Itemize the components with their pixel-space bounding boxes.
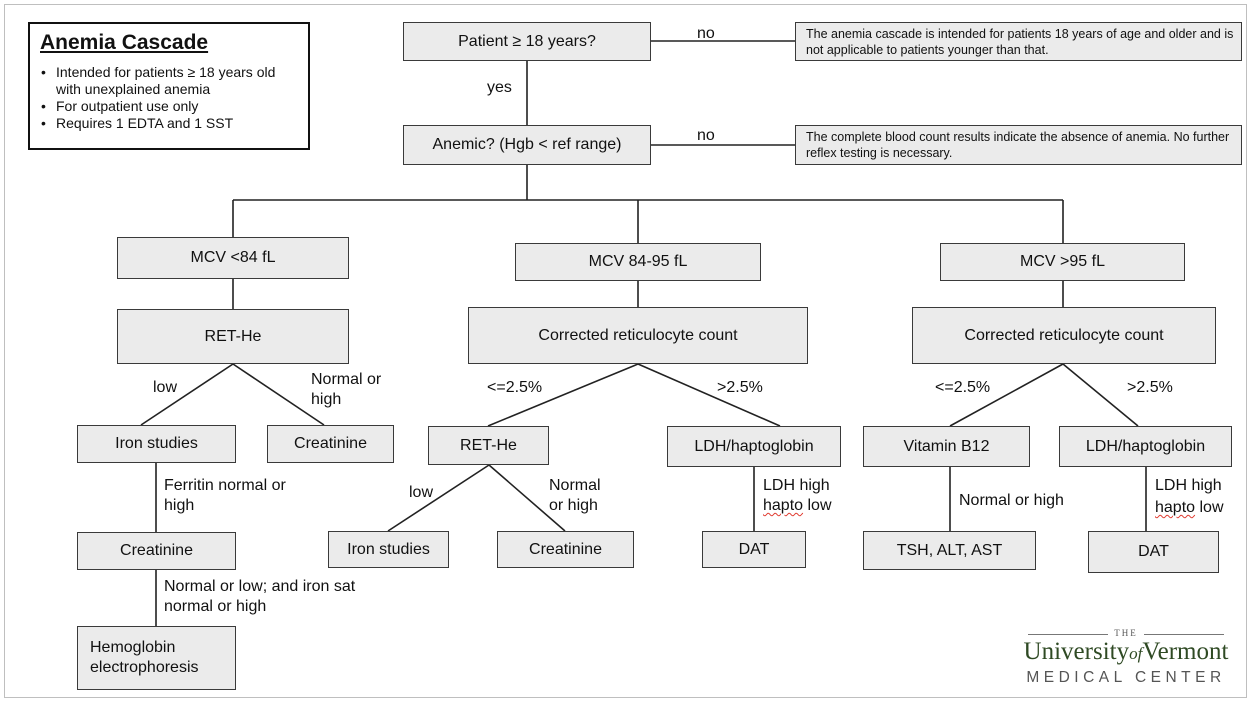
left-rethe-box: RET-He xyxy=(117,309,349,364)
right-hapto-low-label: hapto low xyxy=(1155,498,1224,518)
connector-right-gt xyxy=(1062,363,1139,427)
left-low-label: low xyxy=(153,379,178,396)
left-normal-high-label: Normal or high xyxy=(311,371,382,408)
middle-iron-studies-box: Iron studies xyxy=(328,531,449,568)
connector-mid-le xyxy=(487,363,639,427)
connector-left-low xyxy=(140,363,234,426)
middle-low-label: low xyxy=(409,484,434,501)
right-hapto-word: hapto xyxy=(1155,499,1196,516)
middle-mcv-box: MCV 84-95 fL xyxy=(515,243,761,281)
right-le-label: <=2.5% xyxy=(935,379,991,396)
logo-the: THE xyxy=(1114,628,1138,638)
middle-reticulocyte-box: Corrected reticulocyte count xyxy=(468,307,808,364)
age-yes-label: yes xyxy=(487,79,512,96)
logo-vermont: Vermont xyxy=(1142,638,1229,665)
logo-rule-left xyxy=(1028,634,1108,635)
anemic-no-label: no xyxy=(697,127,715,144)
logo-university: University xyxy=(1023,638,1130,665)
iron-sat-label: Normal or low; and iron sat normal or hi… xyxy=(164,578,356,615)
middle-normal-high-label: Normal or high xyxy=(549,477,601,514)
legend-bullet: For outpatient use only xyxy=(41,98,298,115)
right-tsh-box: TSH, ALT, AST xyxy=(863,531,1036,570)
legend-list: Intended for patients ≥ 18 years old wit… xyxy=(40,64,298,132)
right-gt-label: >2.5% xyxy=(1127,379,1173,396)
logo-rule-right xyxy=(1144,634,1224,635)
middle-rethe-box: RET-He xyxy=(428,426,549,465)
diagram-frame xyxy=(4,4,1247,698)
connector-right-le xyxy=(949,363,1064,427)
middle-gt-label: >2.5% xyxy=(717,379,763,396)
connector-mid-gt xyxy=(637,363,781,427)
logo-subtitle: MEDICAL CENTER xyxy=(1026,669,1226,686)
age-question-box: Patient ≥ 18 years? xyxy=(403,22,651,61)
right-dat-box: DAT xyxy=(1088,531,1219,573)
hemoglobin-electrophoresis-box: Hemoglobin electrophoresis xyxy=(77,626,236,690)
left-creatinine-box: Creatinine xyxy=(77,532,236,570)
middle-ldh-high-label: LDH high xyxy=(763,477,830,494)
legend-title: Anemia Cascade xyxy=(40,31,209,54)
right-vitamin-b12-box: Vitamin B12 xyxy=(863,426,1030,467)
connector-rethe-high xyxy=(488,464,566,532)
middle-ldh-box: LDH/haptoglobin xyxy=(667,426,841,467)
right-ldh-box: LDH/haptoglobin xyxy=(1059,426,1232,467)
left-mcv-box: MCV <84 fL xyxy=(117,237,349,279)
legend-box: Anemia Cascade Intended for patients ≥ 1… xyxy=(28,22,310,150)
age-no-label: no xyxy=(697,25,715,42)
left-iron-studies-box: Iron studies xyxy=(77,425,236,463)
connector-rethe-low xyxy=(387,464,490,532)
legend-bullet: Requires 1 EDTA and 1 SST xyxy=(41,115,298,132)
logo-of: of xyxy=(1129,644,1143,663)
right-reticulocyte-box: Corrected reticulocyte count xyxy=(912,307,1216,364)
right-mcv-box: MCV >95 fL xyxy=(940,243,1185,281)
logo-name: UniversityofVermont xyxy=(1010,638,1242,668)
anemic-question-box: Anemic? (Hgb < ref range) xyxy=(403,125,651,165)
middle-low-word: low xyxy=(803,497,832,514)
legend-bullet: Intended for patients ≥ 18 years old wit… xyxy=(41,64,298,98)
right-ldh-high-label: LDH high xyxy=(1155,477,1222,494)
right-normal-high-label: Normal or high xyxy=(959,492,1064,509)
middle-le-label: <=2.5% xyxy=(487,379,543,396)
anemic-note-box: The complete blood count results indicat… xyxy=(795,125,1242,165)
middle-dat-box: DAT xyxy=(702,531,806,568)
ferritin-label: Ferritin normal or high xyxy=(164,477,286,514)
age-note-box: The anemia cascade is intended for patie… xyxy=(795,22,1242,61)
middle-hapto-low-label: hapto low xyxy=(763,496,832,516)
middle-hapto-word: hapto xyxy=(763,497,804,514)
uvm-medical-center-logo: THE UniversityofVermont MEDICAL CENTER xyxy=(1010,628,1242,692)
right-low-word: low xyxy=(1195,499,1224,516)
left-creatinine-right-box: Creatinine xyxy=(267,425,394,463)
connector-left-high xyxy=(232,363,325,426)
middle-creatinine-box: Creatinine xyxy=(497,531,634,568)
